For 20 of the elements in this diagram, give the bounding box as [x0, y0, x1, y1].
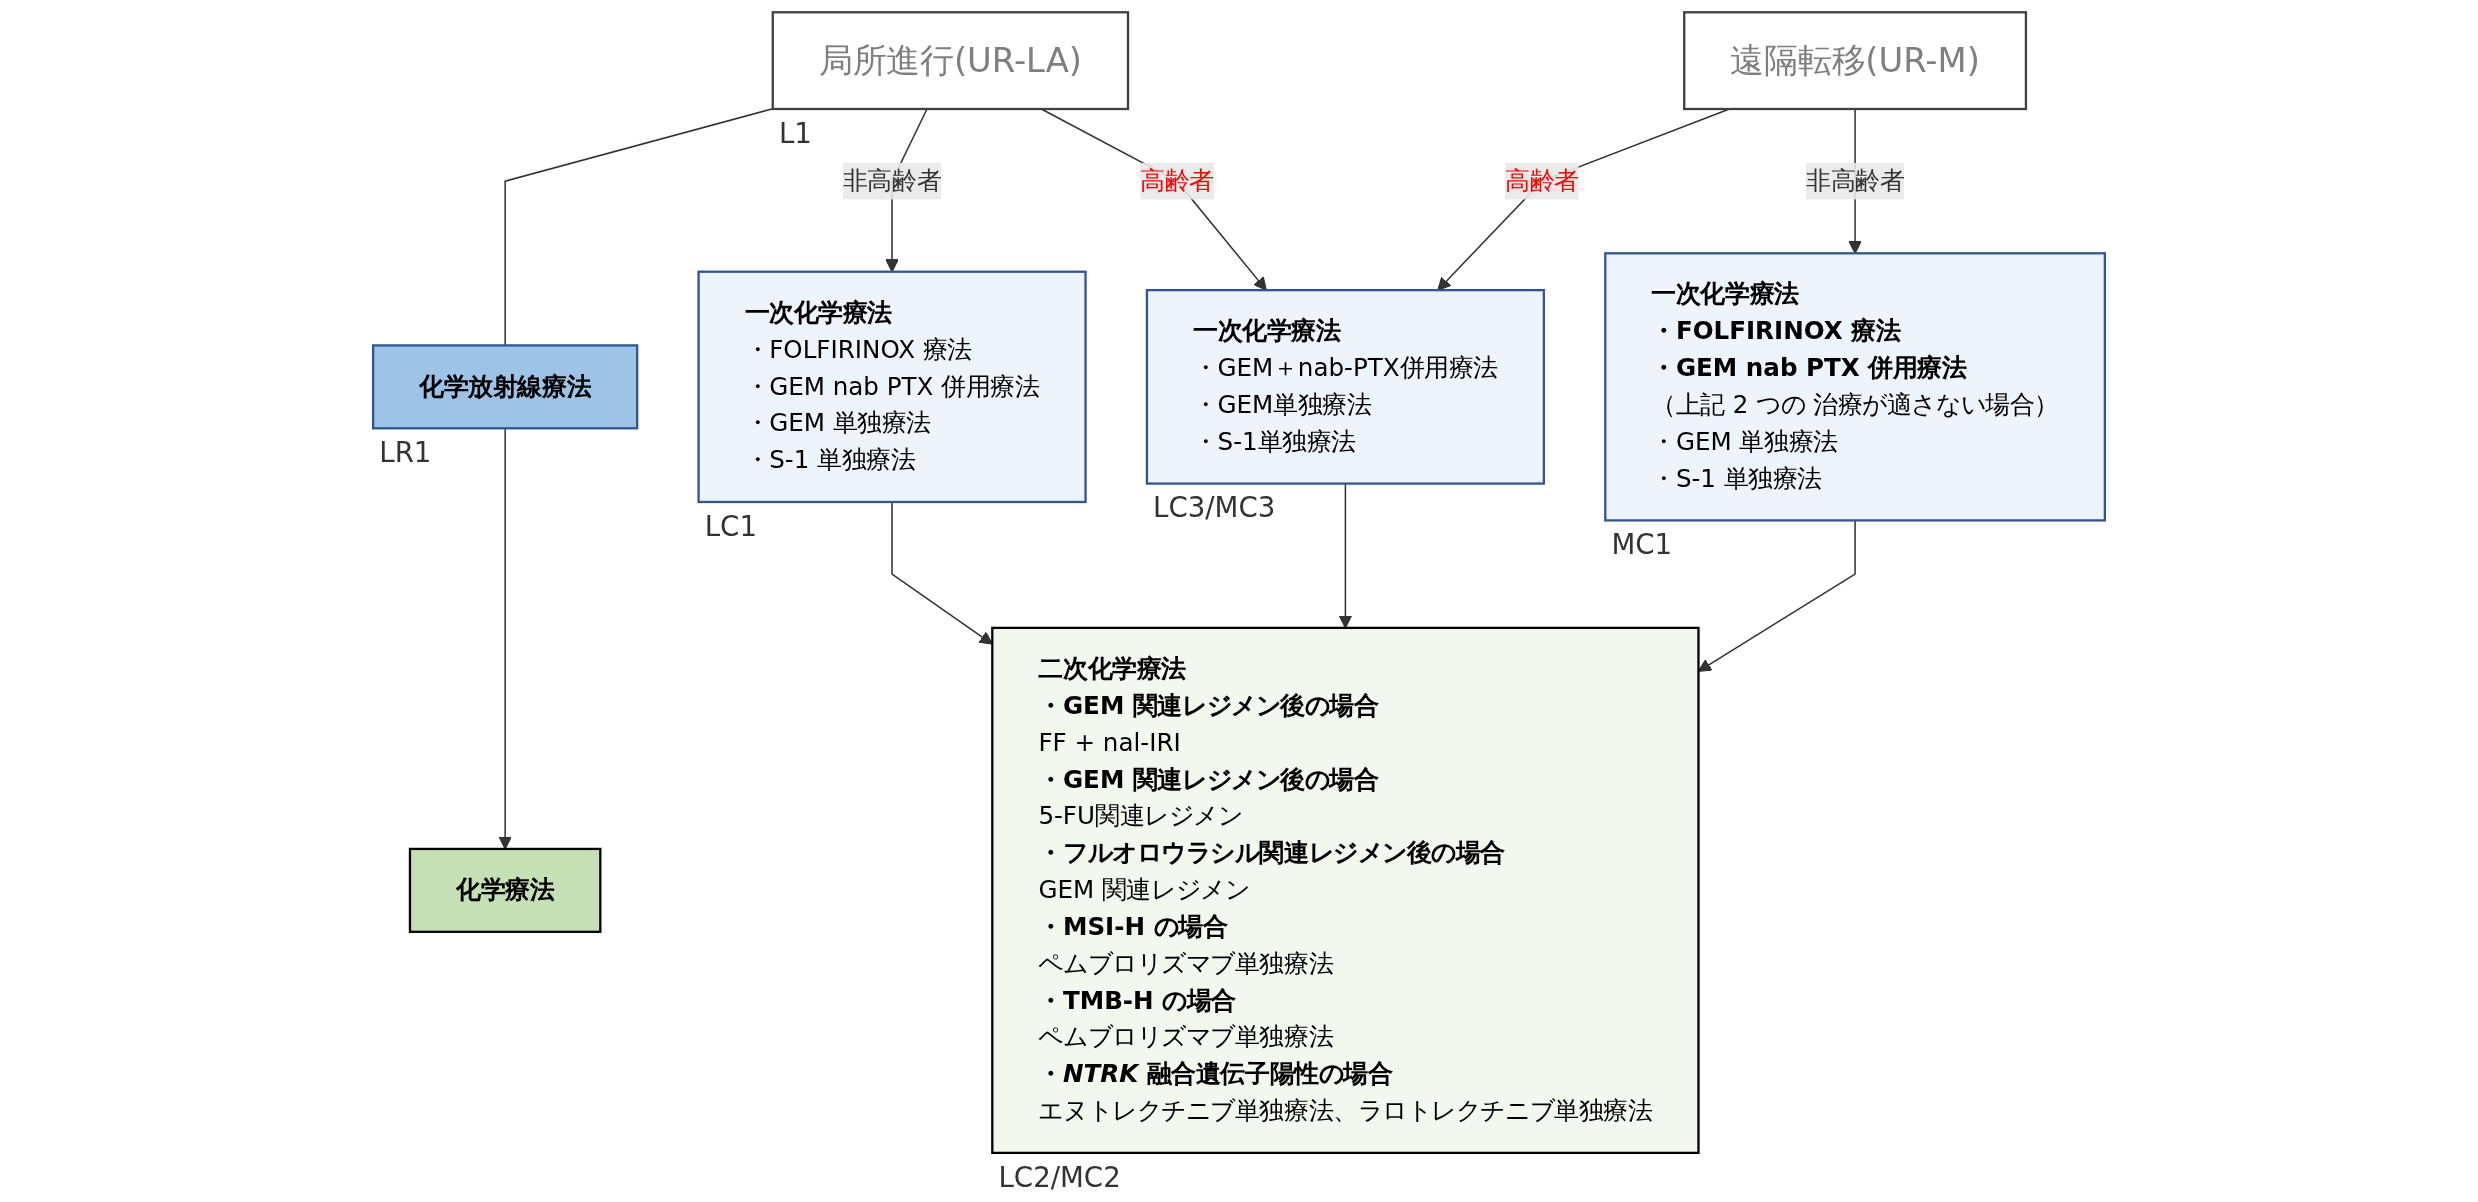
node-caption: MC1 [1611, 528, 1673, 562]
node-box: 局所進行(UR-LA) [771, 11, 1130, 111]
node-caption: L1 [778, 116, 812, 150]
node-caption: LR1 [379, 436, 432, 470]
edge-label: 高齢者 [1505, 165, 1579, 195]
edge-label: 非高齢者 [1805, 165, 1905, 195]
node-caption: LC1 [704, 509, 757, 543]
node-box: 一次化学療法 ・FOLFIRINOX 療法 ・GEM nab PTX 併用療法 （上記 2 つの 治療が適さない場合） ・GEM 単独療法 ・S-1 単独療法 [1604, 252, 2106, 522]
arrow [891, 501, 993, 645]
node-caption: LC2/MC2 [998, 1160, 1121, 1194]
node-box: 二次化学療法 ・GEM 関連レジメン後の場合 FF + nal-IRI ・GEM 関連レジメン後の場合 5-FU関連レジメン ・フルオロウラシル関連レジメン後の場合 GEM 関連レジメン ・MSI-H の場合 ペムブロリズマブ単独療法 ・TMB-H の場合 ペムブロリズマブ単独療法 ・NTRK 融合遺伝子陽性の場合 エヌトレクチニブ単独療法、ラロトレクチニブ単独療法 [991, 626, 1700, 1155]
edge-label: 非高齢者 [842, 165, 942, 195]
edge-label: 高齢者 [1140, 165, 1214, 195]
node-box: 化学放射線療法 [372, 344, 639, 430]
node-box: 化学療法 [408, 847, 602, 933]
arrow [1040, 108, 1267, 291]
node-box: 一次化学療法 ・GEM＋nab-PTX併用療法 ・GEM単独療法 ・S-1単独療法 [1145, 289, 1546, 485]
node-box: 一次化学療法 ・FOLFIRINOX 療法 ・GEM nab PTX 併用療法 ・GEM 単独療法 ・S-1 単独療法 [697, 270, 1087, 504]
node-caption: LC3/MC3 [1153, 491, 1276, 525]
node-box: 遠隔転移(UR-M) [1683, 11, 2028, 111]
